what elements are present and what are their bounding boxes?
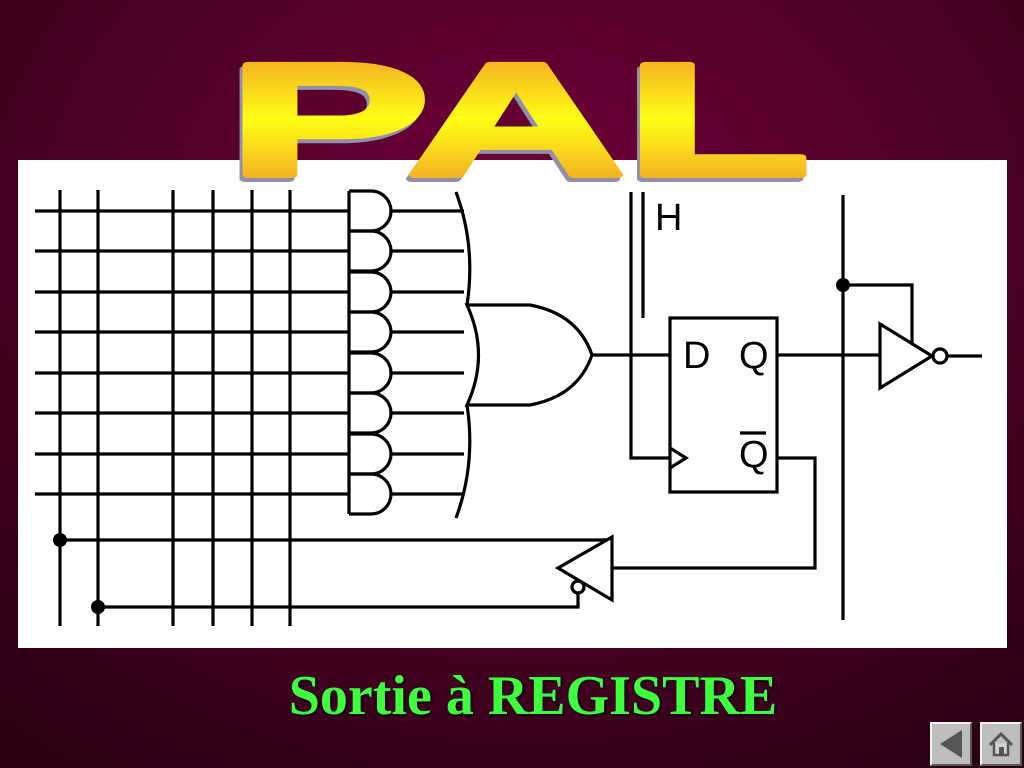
output-inverter-bubble [931, 347, 949, 365]
back-arrow-icon [940, 730, 962, 758]
home-icon-roof [988, 731, 1014, 747]
home-icon [988, 731, 1014, 757]
wires [60, 192, 982, 620]
title-shadow: PAL [225, 40, 807, 190]
qbar-feedback-wire [612, 456, 817, 570]
diagram-panel: H D Q Q [18, 160, 1007, 648]
home-button[interactable] [980, 722, 1022, 766]
or-gate [454, 191, 594, 519]
or-gate-input-extension-top [454, 191, 472, 306]
flipflop-box [668, 316, 779, 494]
and-gate [349, 391, 393, 435]
clock-input-marker [669, 446, 690, 470]
clock-label: H [655, 197, 682, 239]
title-text: PAL [228, 40, 810, 190]
output-inverter-triangle [878, 321, 936, 391]
and-gate [349, 432, 393, 476]
d-input-label: D [683, 335, 710, 377]
feedback-complement-line [98, 593, 580, 609]
feedback-buffer-bubble [570, 579, 586, 595]
output-enable-branch [843, 283, 914, 343]
and-gate [349, 189, 393, 233]
slide-title: PAL PAL [222, 40, 813, 190]
feedback-buffer [554, 534, 614, 603]
pal-registered-output-diagram: H D Q Q [35, 189, 982, 626]
output-inverter [878, 321, 949, 391]
feedback-buffer-triangle [554, 534, 614, 603]
slide-caption: Sortie à REGISTRE [288, 665, 778, 727]
or-gate-input-extension-bottom [454, 404, 472, 519]
or-gate-body [464, 303, 594, 407]
back-button[interactable] [930, 722, 972, 766]
and-gate [349, 351, 393, 395]
and-matrix [35, 190, 349, 626]
and-gate-array [347, 189, 464, 516]
junction-dot [53, 533, 67, 547]
and-gate [349, 310, 393, 354]
and-gate [349, 472, 393, 516]
junction-dot [91, 600, 105, 614]
and-gate [349, 270, 393, 314]
qbar-output-label: Q [739, 434, 769, 476]
q-output-label: Q [739, 335, 769, 377]
home-icon-door [999, 747, 1004, 755]
d-flipflop [668, 316, 779, 494]
clock-wire [629, 192, 670, 460]
junction-dot [836, 278, 850, 292]
and-gate [349, 229, 393, 273]
